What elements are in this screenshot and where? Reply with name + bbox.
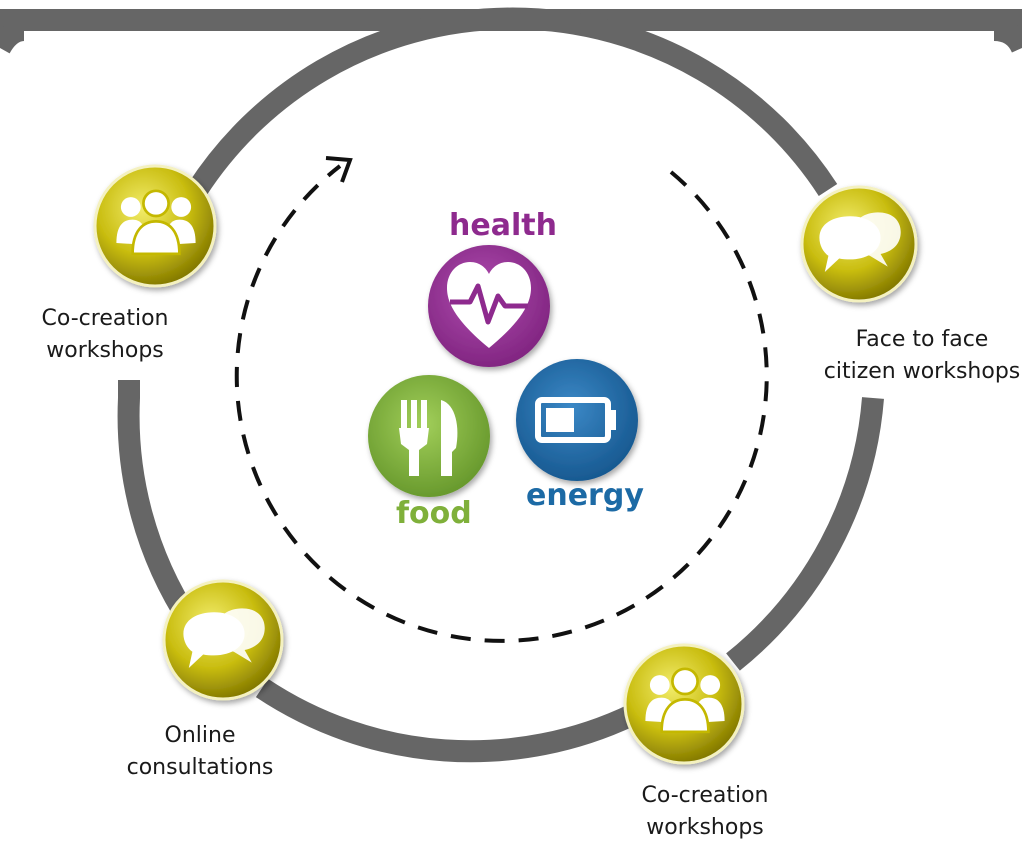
heart-pulse-icon (447, 262, 531, 348)
node-right-citizen-workshops (800, 185, 918, 303)
topic-food-label: food (396, 496, 472, 531)
node-label-face-to-face: Face to face citizen workshops (823, 327, 1021, 384)
node-top-left-workshops (93, 164, 217, 288)
node-label-online-consultations: Online consultations (126, 723, 274, 780)
cycle-track-bottom (255, 678, 639, 763)
cycle-track-top (187, 7, 838, 196)
topic-health-label: health (449, 208, 557, 243)
battery-icon (535, 397, 616, 443)
cycle-track-left (117, 380, 200, 629)
node-label-co-creation-bottom: Co-creation workshops (641, 783, 769, 840)
topic-energy-label: energy (526, 478, 644, 513)
dashed-cycle-path (234, 164, 769, 643)
frame-left-corner (0, 19, 25, 54)
frame-right-corner (993, 19, 1022, 54)
topic-energy-circle (516, 359, 638, 481)
cycle-track-right (726, 397, 884, 671)
node-bottom-right-workshops (623, 643, 745, 765)
node-bottom-left-consultations (162, 579, 284, 701)
fork-knife-icon (399, 400, 458, 476)
cycle-arrowhead (325, 156, 353, 183)
topic-health-circle (428, 245, 550, 367)
node-label-co-creation-top: Co-creation workshops (41, 306, 169, 363)
topic-food-circle (368, 375, 490, 497)
